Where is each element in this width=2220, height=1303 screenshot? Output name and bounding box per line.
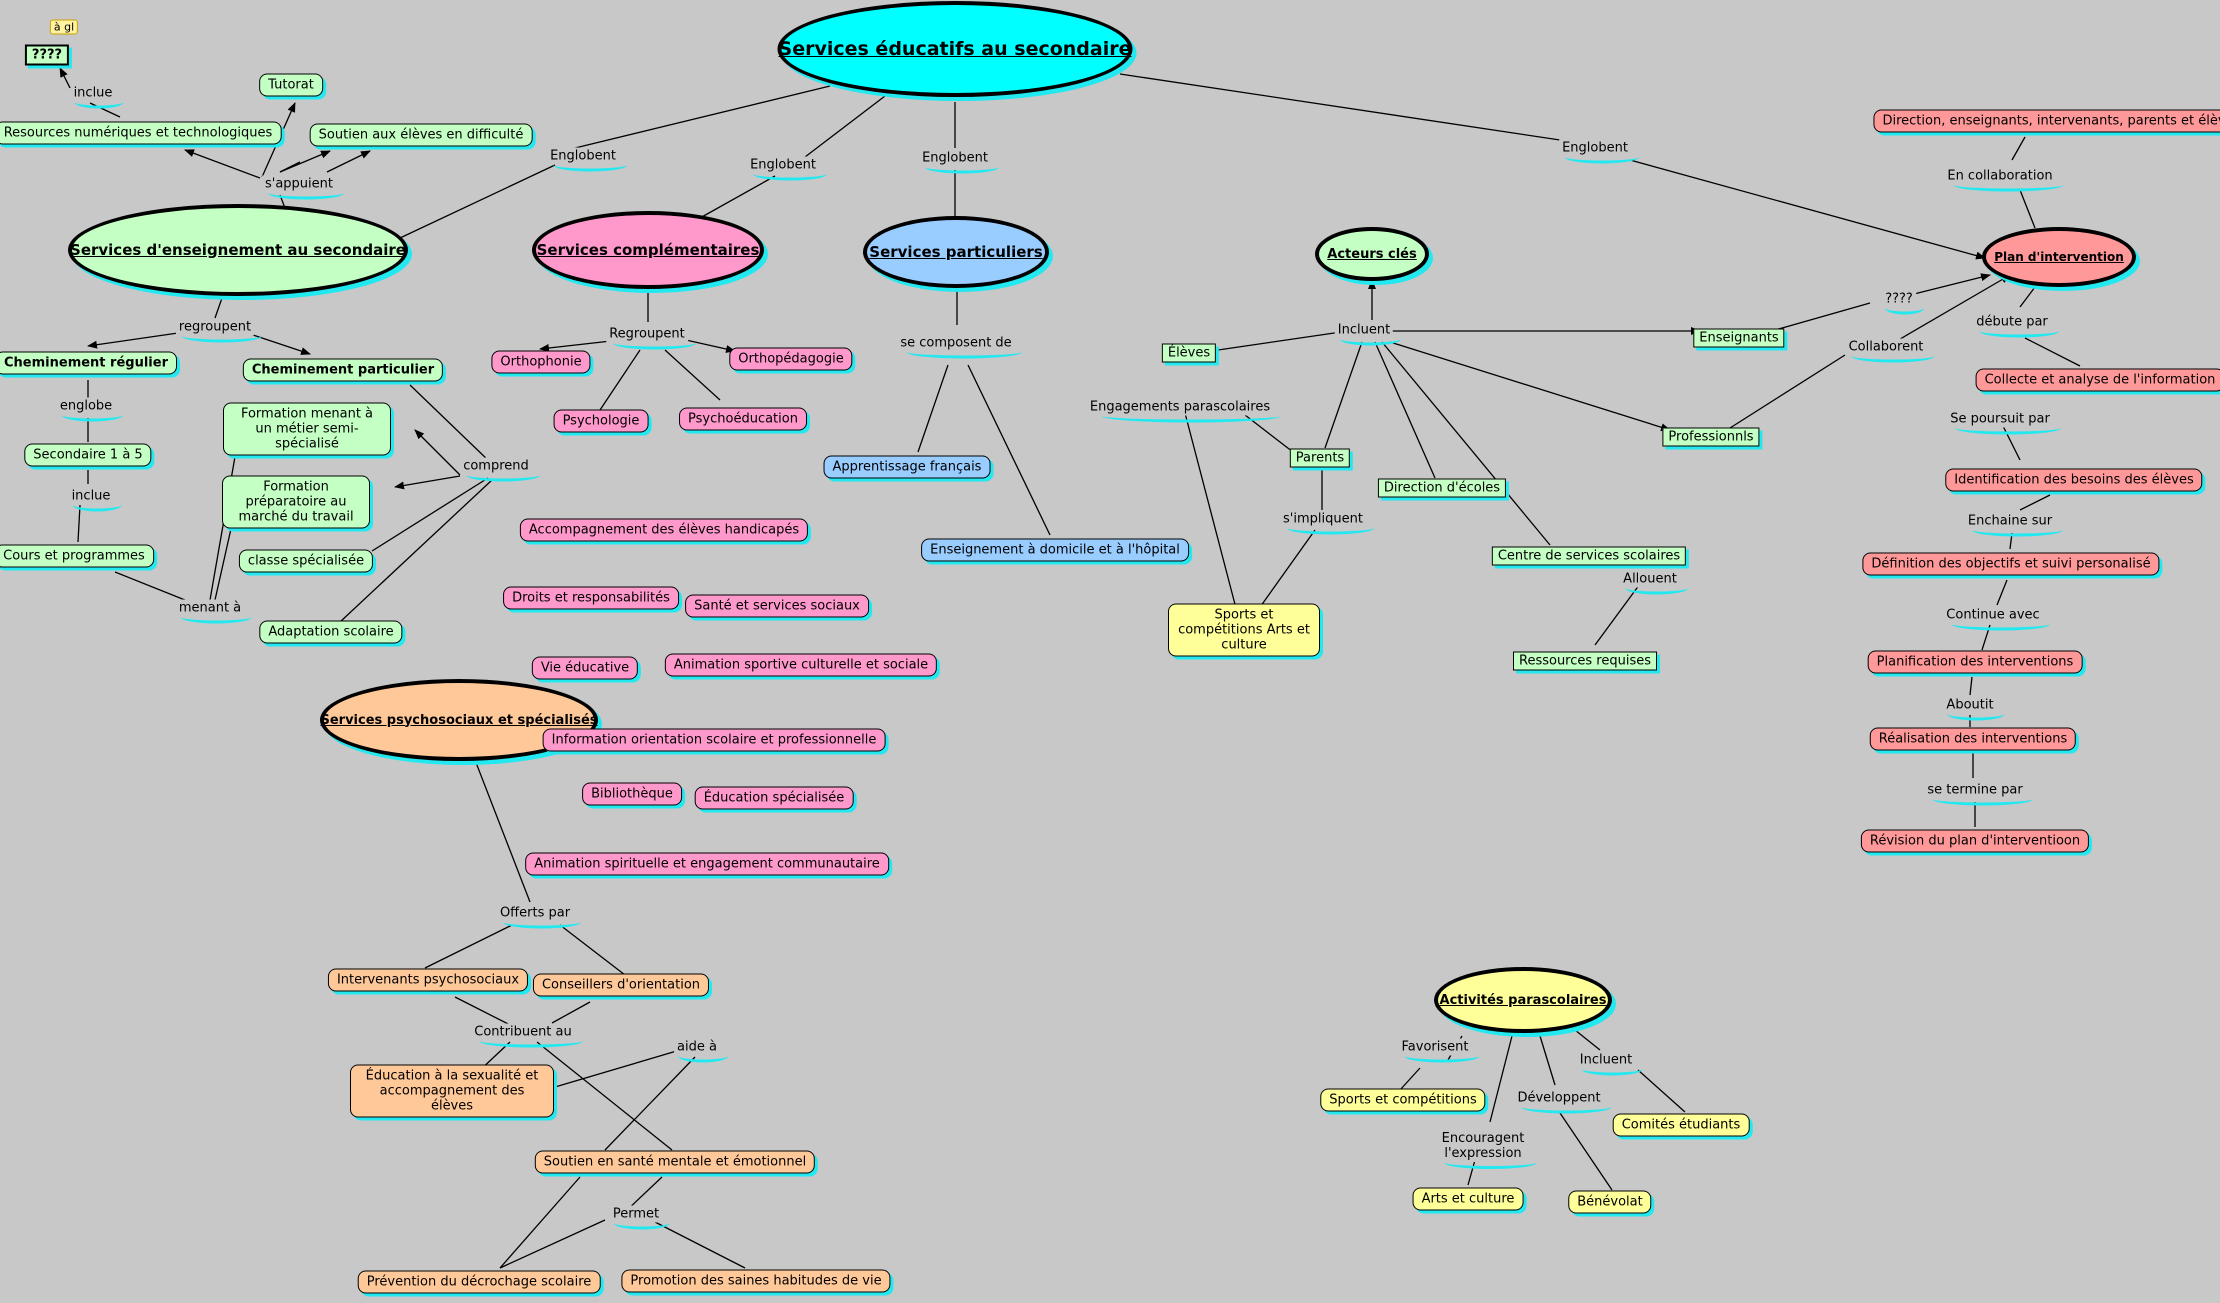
hub-enseignement[interactable]: Services d'enseignement au secondaire [68,204,408,296]
link-label-termine: se termine par [1924,781,2035,806]
link-label-unknown: ???? [1882,290,1924,315]
node-intervenants-psychosociaux[interactable]: Intervenants psychosociaux [327,968,529,992]
node-animation-spirituelle[interactable]: Animation spirituelle et engagement comm… [525,852,889,876]
node-bibliotheque[interactable]: Bibliothèque [582,782,682,806]
node-arts-culture[interactable]: Arts et culture [1412,1187,1524,1211]
node-orthophonie[interactable]: Orthophonie [491,350,591,374]
node-secondaire-1-5[interactable]: Secondaire 1 à 5 [24,443,152,467]
node-realisation[interactable]: Réalisation des interventions [1869,727,2077,751]
node-formation-semi-specialise[interactable]: Formation menant à un métier semi-spécia… [223,402,391,456]
central-topic[interactable]: Services éducatifs au secondaire [777,1,1133,97]
node-enseignement-domicile[interactable]: Enseignement à domicile et à l'hôpital [921,538,1189,562]
node-professionnels[interactable]: Professionnls [1662,427,1760,447]
link-label-continue: Continue avec [1943,606,2052,631]
unknown-node[interactable]: ???? [24,44,70,66]
link-label-simpliquent: s'impliquent [1280,510,1374,535]
link-label-inclue: inclue [70,84,124,109]
link-label-allouent: Allouent [1620,570,1688,595]
node-apprentissage-francais[interactable]: Apprentissage français [823,455,991,479]
node-cours-programmes[interactable]: Cours et programmes [0,544,154,568]
node-accompagnement-handicapes[interactable]: Accompagnement des élèves handicapés [519,518,809,542]
link-label-englobent: Englobent [1559,139,1639,164]
node-animation-sportive[interactable]: Animation sportive culturelle et sociale [664,653,938,677]
link-label-se-composent: se composent de [897,334,1024,359]
tiny-tag: à gl [49,19,79,35]
link-label-engagements: Engagements parascolaires [1086,398,1282,423]
node-sante-services-sociaux[interactable]: Santé et services sociaux [685,594,869,618]
node-prevention-decrochage[interactable]: Prévention du décrochage scolaire [357,1270,601,1294]
link-label-comprend: comprend [460,457,540,482]
link-label-regroupent: regroupent [175,318,263,343]
link-label-favorisent: Favorisent [1398,1038,1480,1063]
link-label-englobe: englobe [56,397,124,422]
node-identification-besoins[interactable]: Identification des besoins des élèves [1945,468,2203,492]
link-label-contribuent: Contribuent au [471,1023,583,1048]
node-cheminement-particulier[interactable]: Cheminement particulier [242,358,444,382]
link-label-englobent: Englobent [747,156,827,181]
link-label-en-collaboration: En collaboration [1944,167,2064,192]
link-label-incluent: Incluent [1576,1051,1644,1076]
node-ressources-requises[interactable]: Ressources requises [1513,651,1657,671]
node-direction-enseignants[interactable]: Direction, enseignants, intervenants, pa… [1873,109,2220,133]
link-label-menant: menant à [175,599,253,624]
node-psychoeducation[interactable]: Psychoéducation [679,407,807,431]
hub-acteurs-cles[interactable]: Acteurs clés [1315,227,1429,281]
link-label-sappuient: s'appuient [261,175,345,200]
node-information-orientation[interactable]: Information orientation scolaire et prof… [542,728,886,752]
node-sports-competitions[interactable]: Sports et compétitions [1320,1088,1486,1112]
hub-complementaires[interactable]: Services complémentaires [532,211,764,289]
hub-particuliers[interactable]: Services particuliers [863,216,1049,288]
node-eleves[interactable]: Élèves [1161,343,1217,363]
node-orthopedagogie[interactable]: Orthopédagogie [729,347,853,371]
node-parents[interactable]: Parents [1289,448,1351,468]
link-label-debute: débute par [1973,313,2059,338]
link-label-collaborent: Collaborent [1845,338,1935,363]
node-education-specialisee[interactable]: Éducation spécialisée [694,786,854,810]
node-cheminement-regulier[interactable]: Cheminement régulier [0,351,177,375]
link-label-developpent: Développent [1514,1089,1612,1114]
node-revision-plan[interactable]: Révision du plan d'interventioon [1860,829,2090,853]
link-label-aide: aide à [674,1038,728,1063]
node-formation-marche-travail[interactable]: Formation préparatoire au marché du trav… [222,475,370,529]
link-label-enchaine: Enchaine sur [1964,512,2064,537]
link-label-incluent: Incluent [1334,321,1402,346]
hub-plan-intervention[interactable]: Plan d'intervention [1982,227,2136,287]
node-vie-educative[interactable]: Vie éducative [531,656,639,680]
link-label-regroupent: Regroupent [606,325,696,350]
node-saines-habitudes[interactable]: Promotion des saines habitudes de vie [621,1269,891,1293]
link-label-inclue: inclue [68,487,122,512]
hub-parascolaires[interactable]: Activités parascolaires [1434,967,1612,1033]
node-comites-etudiants[interactable]: Comités étudiants [1612,1113,1750,1137]
link-label-aboutit: Aboutit [1943,696,2005,721]
node-benevolat[interactable]: Bénévolat [1568,1190,1652,1214]
node-collecte-analyse[interactable]: Collecte et analyse de l'information [1975,368,2220,392]
link-label-permet: Permet [609,1205,671,1230]
link-label-englobent: Englobent [547,147,627,172]
node-conseillers-orientation[interactable]: Conseillers d'orientation [532,973,710,997]
node-ressources-numeriques[interactable]: Resources numériques et technologiques [0,121,282,145]
node-sante-mentale[interactable]: Soutien en santé mentale et émotionnel [534,1150,816,1174]
node-soutien-difficulte[interactable]: Soutien aux élèves en difficulté [309,123,533,147]
node-centre-services[interactable]: Centre de services scolaires [1491,546,1687,566]
node-direction-ecoles[interactable]: Direction d'écoles [1377,478,1507,498]
node-adaptation-scolaire[interactable]: Adaptation scolaire [259,620,403,644]
node-enseignants[interactable]: Enseignants [1693,328,1785,348]
link-label-poursuit: Se poursuit par [1947,410,2061,435]
node-planification[interactable]: Planification des interventions [1867,650,2083,674]
node-tutorat[interactable]: Tutorat [259,73,323,97]
node-droits-responsabilites[interactable]: Droits et responsabilités [503,586,679,610]
link-label-encouragent: Encouragent l'expression [1437,1130,1537,1169]
node-education-sexualite[interactable]: Éducation à la sexualité et accompagneme… [350,1064,554,1118]
link-label-offerts: Offerts par [496,904,582,929]
link-label-englobent: Englobent [919,149,999,174]
node-classe-specialisee[interactable]: classe spécialisée [238,549,374,573]
node-sports-arts[interactable]: Sports et compétitions Arts et culture [1168,603,1320,657]
node-definition-objectifs[interactable]: Définition des objectifs et suivi person… [1862,552,2160,576]
node-psychologie[interactable]: Psychologie [553,409,649,433]
